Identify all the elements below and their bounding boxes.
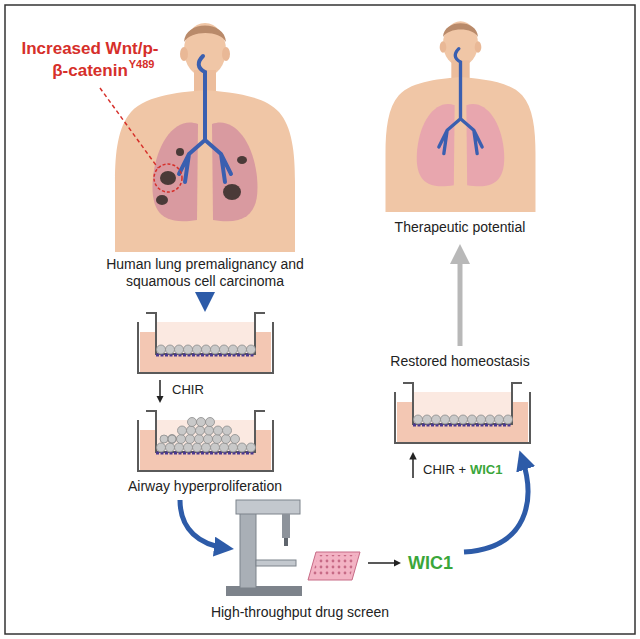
cell — [187, 426, 196, 435]
cell — [166, 443, 175, 452]
cell — [441, 415, 450, 424]
cell — [423, 415, 432, 424]
label: Y489 — [129, 58, 155, 70]
screening-robot — [226, 500, 302, 596]
outcome-arrow — [458, 252, 463, 346]
flow-arrow — [203, 293, 208, 304]
well-plate — [308, 552, 360, 580]
transwell — [138, 411, 273, 471]
label: CHIR — [172, 382, 204, 398]
cell — [211, 345, 220, 354]
label: Airway hyperproliferation — [95, 478, 315, 495]
treatment-arrow — [412, 455, 414, 478]
tumor-spots — [156, 148, 247, 205]
cell — [229, 345, 238, 354]
cell — [168, 435, 176, 443]
cell — [220, 443, 229, 452]
transwell — [138, 313, 273, 373]
cell — [184, 345, 193, 354]
label: WIC1 — [408, 553, 453, 574]
cell — [202, 345, 211, 354]
label: WIC1 — [470, 462, 503, 478]
cell — [238, 443, 247, 452]
cell — [495, 415, 504, 424]
cell — [229, 443, 238, 452]
cell — [238, 345, 247, 354]
cell — [193, 443, 202, 452]
transwell — [395, 383, 530, 443]
cell — [468, 415, 477, 424]
airway — [179, 56, 231, 182]
cell — [504, 415, 513, 424]
human-figure — [386, 21, 536, 212]
cell — [214, 426, 223, 435]
cell — [178, 426, 187, 435]
cell — [175, 443, 184, 452]
cell — [204, 435, 213, 444]
flow-arrow — [180, 500, 226, 548]
cell — [486, 415, 495, 424]
cell — [160, 435, 168, 443]
cell — [188, 418, 197, 427]
treatment-arrow — [159, 380, 161, 400]
highlight-circle — [154, 164, 182, 192]
frame — [5, 5, 635, 634]
cell — [166, 345, 175, 354]
cell — [222, 435, 231, 444]
cell — [414, 415, 423, 424]
cell — [247, 345, 256, 354]
cell — [175, 345, 184, 354]
cell — [186, 435, 195, 444]
cell — [195, 435, 204, 444]
flow-arrow — [464, 458, 528, 552]
cell — [247, 443, 256, 452]
cell — [220, 345, 229, 354]
cell — [202, 443, 211, 452]
cell — [206, 418, 215, 427]
cell — [223, 426, 232, 435]
cell — [450, 415, 459, 424]
cell — [477, 415, 486, 424]
cell — [184, 443, 193, 452]
label: High-throughput drug screen — [180, 604, 420, 621]
cell — [157, 345, 166, 354]
label: CHIR + — [423, 462, 466, 478]
label: Human lung premalignancy and squamous ce… — [85, 256, 325, 290]
cell — [211, 443, 220, 452]
label: Therapeutic potential — [350, 219, 570, 236]
result-arrow — [368, 562, 398, 564]
cell — [459, 415, 468, 424]
cell — [193, 345, 202, 354]
cell — [196, 426, 205, 435]
cell — [231, 435, 240, 444]
leader-line — [100, 88, 158, 168]
cell — [197, 418, 206, 427]
cell — [177, 435, 186, 444]
label: Restored homeostasis — [350, 353, 570, 370]
cell — [432, 415, 441, 424]
cell — [205, 426, 214, 435]
cell — [213, 435, 222, 444]
airway — [439, 49, 482, 154]
cell — [157, 443, 166, 452]
cell — [168, 435, 177, 444]
